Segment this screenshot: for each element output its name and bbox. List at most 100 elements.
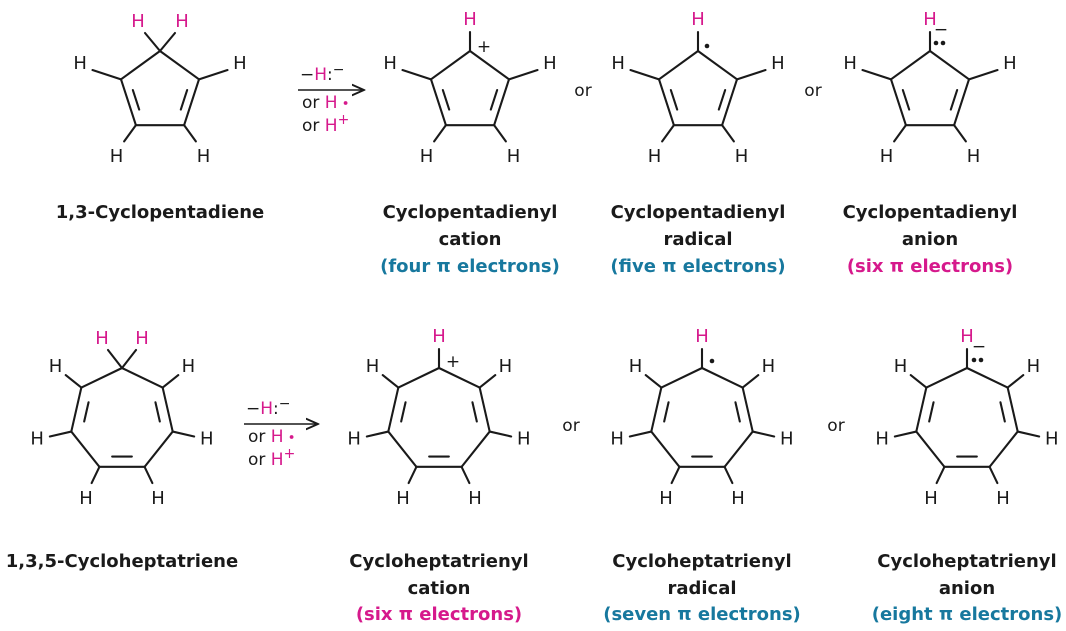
- ring-bond: [660, 366, 704, 389]
- hydrogen-atom: H: [610, 428, 624, 449]
- ring-bond: [143, 430, 174, 468]
- c-h-bond: [120, 348, 138, 370]
- c-h-bond: [91, 69, 123, 81]
- ring-bond: [988, 430, 1019, 468]
- c-h-bond: [507, 69, 539, 81]
- hydrogen-atom: H: [1027, 356, 1041, 377]
- hydrogen-atom-sp3: H: [131, 11, 145, 32]
- reactant-name: 1,3-Cyclopentadiene: [56, 202, 264, 223]
- hydrogen-atom: H: [648, 146, 662, 167]
- c-h-bond: [433, 124, 447, 143]
- c-h-bond: [197, 69, 229, 81]
- radical-reagent: or H: [248, 427, 284, 447]
- hydride-reagent: −H:−: [246, 396, 291, 419]
- c-h-bond: [365, 430, 390, 438]
- hydrogen-atom: H: [233, 53, 247, 74]
- ring-bond: [387, 386, 400, 433]
- ring-bond: [437, 366, 481, 389]
- radical-name: Cyclopentadienyl: [611, 202, 786, 223]
- hydrogen-atom: H: [894, 356, 908, 377]
- pi-electron-count: (four π electrons): [380, 256, 560, 277]
- lone-pair-electron: [933, 40, 939, 46]
- positive-charge: +: [477, 37, 491, 57]
- lone-pair-electron: [971, 357, 977, 363]
- hydrogen-atom-top: H: [463, 9, 477, 30]
- c-h-bond: [1016, 430, 1041, 438]
- or-connector: or: [827, 416, 844, 436]
- negative-charge: −: [972, 337, 986, 357]
- c-h-bond: [171, 430, 196, 438]
- c-h-bond: [64, 374, 83, 389]
- c-h-bond: [670, 465, 681, 485]
- hydrogen-atom: H: [366, 356, 380, 377]
- hydrogen-atom: H: [762, 356, 776, 377]
- hydrogen-atom: H: [30, 428, 44, 449]
- hydrogen-atom: H: [875, 428, 889, 449]
- ring-bond: [80, 366, 124, 389]
- c-h-bond: [988, 465, 999, 485]
- ring-bond: [721, 78, 739, 127]
- cation-name-line2: cation: [439, 229, 502, 250]
- hydrogen-atom: H: [843, 53, 857, 74]
- ring-bond: [1006, 386, 1019, 433]
- c-h-bond: [158, 31, 177, 53]
- hydrogen-atom: H: [49, 356, 63, 377]
- double-bond-inner: [928, 401, 935, 423]
- hydrogen-atom: H: [924, 488, 938, 509]
- radical-electron: [704, 43, 710, 49]
- ring-bond: [915, 386, 928, 433]
- c-h-bond: [48, 430, 73, 438]
- c-h-bond: [161, 374, 180, 389]
- c-h-bond: [183, 124, 197, 143]
- ring-bond: [70, 386, 83, 433]
- c-h-bond: [735, 69, 767, 81]
- hydrogen-atom: H: [499, 356, 513, 377]
- pi-electron-count: (eight π electrons): [872, 604, 1063, 625]
- radical-electron: [709, 358, 715, 364]
- c-h-bond: [407, 465, 418, 485]
- c-h-bond: [721, 124, 735, 143]
- double-bond-inner: [669, 88, 679, 111]
- proton-reagent: or H+: [302, 112, 349, 136]
- c-h-bond: [935, 465, 946, 485]
- pi-electron-count: (five π electrons): [610, 256, 785, 277]
- hydrogen-atom-top: H: [923, 9, 937, 30]
- negative-charge: −: [934, 20, 948, 40]
- radical-name-line2: radical: [667, 578, 736, 599]
- hydrogen-atom: H: [151, 488, 165, 509]
- pi-electron-count: (six π electrons): [847, 256, 1013, 277]
- hydrogen-atom: H: [197, 146, 211, 167]
- hydrogen-atom: H: [507, 146, 521, 167]
- anion-name: Cyclopentadienyl: [843, 202, 1018, 223]
- c-h-bond: [488, 430, 513, 438]
- positive-charge: +: [446, 352, 460, 372]
- ring-bond: [429, 78, 447, 127]
- c-h-bond: [723, 465, 734, 485]
- radical-dot: [343, 101, 348, 105]
- c-h-bond: [861, 69, 893, 81]
- hydrogen-atom: H: [996, 488, 1010, 509]
- anion-name: Cycloheptatrienyl: [877, 551, 1056, 572]
- reactant-name: 1,3,5-Cycloheptatriene: [6, 551, 238, 572]
- c-h-bond: [106, 348, 124, 370]
- reaction-arrow: −H:− or Hor H+: [244, 396, 318, 470]
- hydrogen-atom: H: [468, 488, 482, 509]
- hydrogen-atom: H: [200, 428, 214, 449]
- hydrogen-atom: H: [735, 146, 749, 167]
- ring-bond: [928, 49, 971, 81]
- reagent-arrows: −H:−or Hor H+−H:−or Hor H+: [244, 62, 364, 470]
- anion-name-line2: anion: [939, 578, 995, 599]
- c-h-bond: [751, 430, 776, 438]
- double-bond-inner: [489, 88, 499, 111]
- proton-reagent: or H+: [248, 446, 295, 470]
- ring-bond: [468, 49, 511, 81]
- c-h-bond: [629, 69, 661, 81]
- hydrogen-atom: H: [1045, 428, 1059, 449]
- ring-bond: [119, 78, 137, 127]
